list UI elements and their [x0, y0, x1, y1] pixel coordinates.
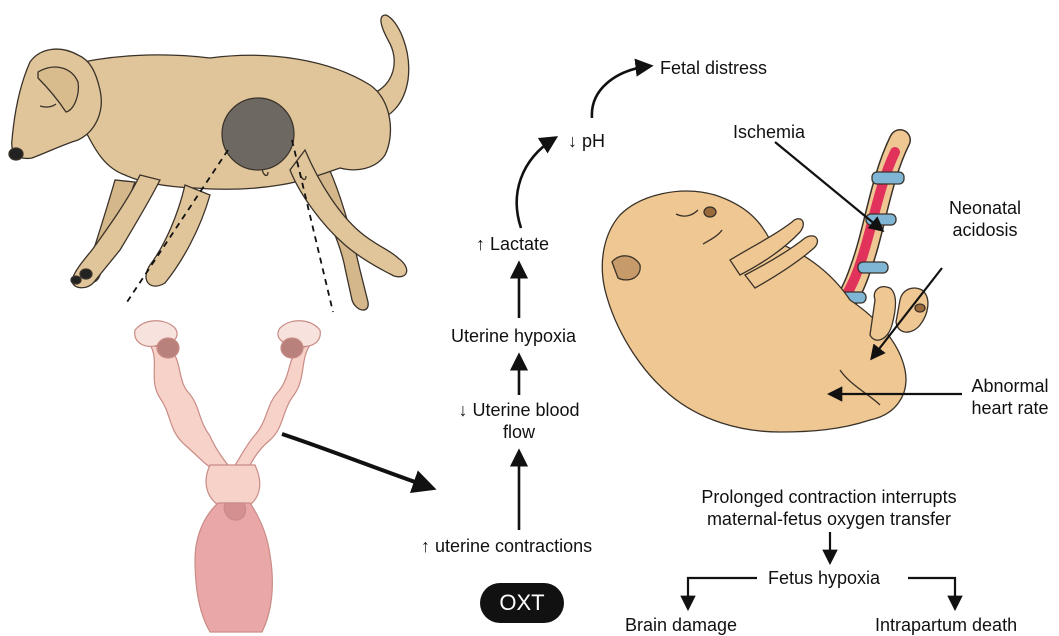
contractions-label: ↑ uterine contractions [421, 535, 592, 557]
brain-damage-label: Brain damage [625, 614, 737, 636]
ph-label: ↓ pH [568, 130, 605, 152]
uterine-hypoxia-label: Uterine hypoxia [451, 325, 576, 347]
zoom-region-marker [222, 98, 294, 170]
puppy-illustration [602, 140, 928, 432]
uterus-illustration [135, 321, 321, 632]
lactate-label: ↑ Lactate [476, 233, 549, 255]
abnormal-heart-rate-label: Abnormal heart rate [964, 375, 1056, 419]
interruption-label: Prolonged contraction interrupts materna… [684, 486, 974, 530]
intrapartum-death-label: Intrapartum death [875, 614, 1017, 636]
fetal-distress-label: Fetal distress [660, 57, 767, 79]
oxt-badge: OXT [480, 583, 564, 623]
dog-illustration [9, 15, 409, 310]
uterus-to-pathway-arrow [282, 434, 432, 488]
blood-flow-label: ↓ Uterine blood flow [447, 399, 591, 443]
ischemia-label: Ischemia [733, 121, 805, 143]
neonatal-acidosis-label: Neonatal acidosis [940, 197, 1030, 241]
fetus-hypoxia-label: Fetus hypoxia [768, 567, 880, 589]
